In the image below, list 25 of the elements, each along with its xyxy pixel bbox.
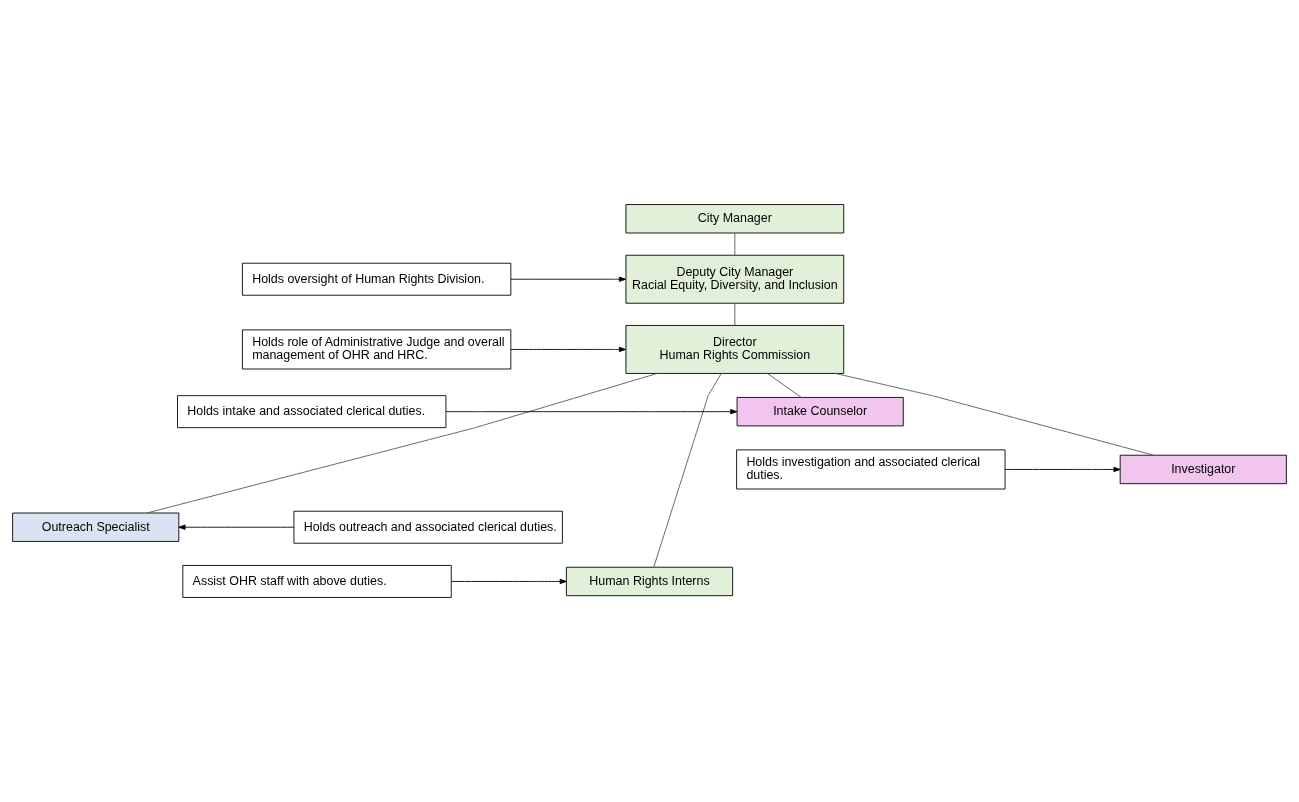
node-box: Human Rights Interns (565, 566, 734, 597)
node-box: Holds investigation and associated clerical duties. (736, 449, 1006, 490)
node-box: Holds role of Administrative Judge and overall management of OHR and HRC. (241, 329, 512, 370)
connector (767, 373, 802, 398)
node-box: Assist OHR staff with above duties. (182, 565, 452, 598)
node-box: Investigator (1119, 454, 1287, 485)
arrow (445, 409, 738, 415)
node-box: Holds intake and associated clerical duties. (177, 395, 447, 429)
connector (734, 302, 736, 326)
connector (734, 232, 736, 256)
node-box: City Manager (625, 204, 845, 234)
arrow (510, 346, 627, 353)
node-box: Intake Counselor (736, 397, 904, 427)
node-box: Holds oversight of Human Rights Division. (241, 262, 512, 296)
arrow (510, 276, 627, 282)
connector (653, 373, 722, 568)
connector (146, 373, 658, 514)
arrow (1004, 466, 1121, 473)
node-box: Outreach Specialist (12, 512, 180, 542)
node-box: Director Human Rights Commission (625, 325, 845, 374)
arrow (450, 578, 567, 585)
node-box: Deputy City Manager Racial Equity, Diversity, and Inclusion (625, 254, 845, 304)
node-box: Holds outreach and associated clerical duties. (293, 510, 563, 544)
arrow (178, 524, 295, 530)
connector (835, 373, 1154, 456)
